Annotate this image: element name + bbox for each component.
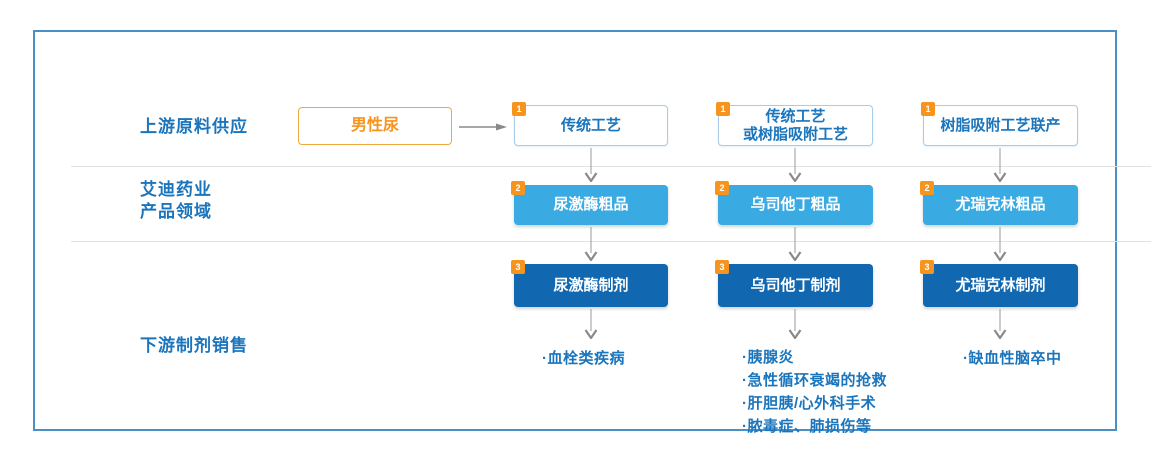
arrow-down-icon [993, 309, 1007, 339]
process-label: 树脂吸附工艺联产 [940, 116, 1061, 134]
row-label-upstream: 上游原料供应 [140, 117, 248, 136]
formulation-box-ulinastatin: 3 乌司他丁制剂 [715, 260, 873, 307]
row-divider-1 [71, 166, 1151, 167]
arrow-right-icon [459, 123, 507, 131]
formulation-box-kallidinogenase: 3 尤瑞克林制剂 [920, 260, 1078, 307]
arrow-down-icon [584, 148, 598, 182]
step-badge-3: 3 [715, 260, 729, 274]
application-item: ·肝胆胰/心外科手术 [742, 395, 877, 412]
crude-label: 尿激酶粗品 [553, 196, 629, 213]
step-badge-2: 2 [920, 181, 934, 195]
row-divider-2 [71, 241, 1151, 242]
row-label-downstream: 下游制剂销售 [140, 336, 248, 355]
process-label: 传统工艺 [560, 116, 621, 134]
step-badge-2: 2 [511, 181, 525, 195]
step-badge-1: 1 [512, 102, 526, 116]
application-item: ·缺血性脑卒中 [963, 350, 1062, 367]
step-badge-3: 3 [920, 260, 934, 274]
formulation-label: 尿激酶制剂 [553, 276, 629, 294]
formulation-label: 尤瑞克林制剂 [955, 276, 1046, 294]
step-badge-1: 1 [921, 102, 935, 116]
crude-label: 乌司他丁粗品 [750, 196, 841, 213]
process-box-urokinase: 1 传统工艺 [512, 102, 668, 146]
crude-box-kallidinogenase: 2 尤瑞克林粗品 [920, 181, 1078, 225]
process-box-kallidinogenase: 1 树脂吸附工艺联产 [921, 102, 1078, 146]
male-urine-box: 男性尿 [298, 107, 452, 145]
arrow-down-icon [788, 148, 802, 182]
crude-label: 尤瑞克林粗品 [955, 196, 1046, 213]
applications-list-ulinastatin: ·胰腺炎 ·急性循环衰竭的抢救 ·肝胆胰/心外科手术 ·脓毒症、肺损伤等 [742, 346, 887, 438]
process-box-ulinastatin: 1 传统工艺 或树脂吸附工艺 [716, 102, 873, 146]
step-badge-1: 1 [716, 102, 730, 116]
arrow-down-icon [788, 309, 802, 339]
applications-list-urokinase: ·血栓类疾病 [542, 347, 625, 370]
male-urine-label: 男性尿 [350, 117, 399, 134]
step-badge-2: 2 [715, 181, 729, 195]
formulation-box-urokinase: 3 尿激酶制剂 [511, 260, 668, 307]
applications-list-kallidinogenase: ·缺血性脑卒中 [963, 347, 1062, 370]
process-label: 传统工艺 或树脂吸附工艺 [742, 107, 848, 143]
crude-box-urokinase: 2 尿激酶粗品 [511, 181, 668, 225]
crude-box-ulinastatin: 2 乌司他丁粗品 [715, 181, 873, 225]
diagram-frame: 上游原料供应 艾迪药业 产品领域 下游制剂销售 男性尿 1 传统工艺 2 尿激酶… [33, 30, 1151, 435]
arrow-down-icon [993, 227, 1007, 261]
application-item: ·急性循环衰竭的抢救 [742, 372, 887, 389]
arrow-down-icon [993, 148, 1007, 182]
formulation-label: 乌司他丁制剂 [750, 276, 841, 294]
step-badge-3: 3 [511, 260, 525, 274]
application-item: ·脓毒症、肺损伤等 [742, 418, 872, 435]
arrow-down-icon [584, 309, 598, 339]
row-label-company-products: 艾迪药业 产品领域 [140, 180, 212, 221]
arrow-down-icon [584, 227, 598, 261]
arrow-down-icon [788, 227, 802, 261]
application-item: ·血栓类疾病 [542, 350, 625, 367]
application-item: ·胰腺炎 [742, 349, 794, 366]
